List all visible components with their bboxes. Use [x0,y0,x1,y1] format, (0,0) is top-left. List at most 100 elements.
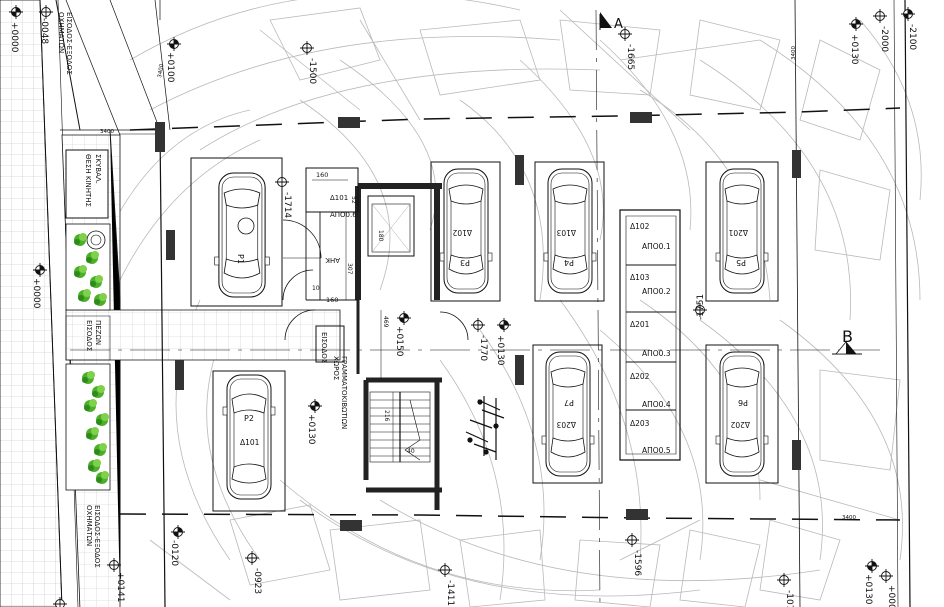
space-unit-p6: Δ202 [730,420,750,429]
storage-block: Δ102 ΑΠΟ0.1 Δ103 ΑΠΟ0.2 Δ201 ΑΠΟ0.3 Δ202… [619,209,681,461]
level-e20: -1596 [632,550,642,576]
space-unit-p5: Δ201 [728,228,748,237]
level-e17: +0141 [115,572,125,602]
level-e7: -2000 [879,26,889,52]
svg-text:216: 216 [383,410,390,422]
storage-label-3: ΑΠΟ0.3 [642,349,671,358]
svg-text:3400: 3400 [791,46,797,60]
level-e22: +0130 [863,574,873,605]
space-label-p5: P5 [736,258,746,267]
bicycle-rack [465,396,505,460]
section-marker-a: A [599,12,623,32]
storage-top-label: ΑΠΟ0.6 [330,211,357,219]
level-e21: -1070 [784,590,794,607]
planter-bottom [65,363,111,491]
ramp-pattern [109,0,922,607]
space-label-p3: P3 [460,258,470,267]
level-e8: -2100 [907,24,917,50]
bin-area: ΘΕΣΗ ΚΙΝΗΤΗΣ ΣΚΥΒΑΛ. [65,149,109,219]
axis-lines [70,9,901,607]
space-unit-p7: Δ203 [556,420,576,429]
storage-unit-2: Δ103 [630,273,650,282]
level-e6: +0130 [849,34,859,65]
parking-space-p7: P7 Δ203 [532,344,603,484]
parking-space-p3: Δ102 P3 [430,161,501,302]
storage-unit-3: Δ201 [630,320,650,329]
svg-text:40: 40 [407,448,415,455]
parking-space-p2: P2 Δ101 [212,370,286,512]
svg-text:180: 180 [377,230,384,242]
space-unit-p3: Δ102 [452,228,472,237]
storage-label-1: ΑΠΟ0.1 [642,242,671,251]
mailbox-label-2: ΓΡΑΜΜΑΤΟΚΙΒΩΤΙΩΝ [340,356,348,429]
space-label-p7: P7 [564,398,574,407]
svg-text:3400: 3400 [842,515,856,521]
storage-top-unit: Δ101 [330,194,348,202]
svg-text:160: 160 [316,171,328,179]
space-label-p1: P1 [236,254,245,264]
space-label-p6: P6 [738,398,748,407]
level-e16: -0120 [169,540,179,566]
space-label-p2: P2 [244,414,254,423]
level-e18: -0923 [252,568,262,594]
level-marks: +0000 -0048 +0100 -1500 -1665 +0130 -200… [8,4,917,607]
parking-space-p1: P1 [190,157,283,307]
bin-label-1: ΘΕΣΗ ΚΙΝΗΤΗΣ [84,154,92,207]
planter-top [65,223,111,311]
space-unit-p2: Δ101 [240,438,260,447]
pedestrian-label-2: ΠΕΖΩΝ [94,320,102,345]
level-e15: +0130 [306,414,316,445]
storage-unit-4: Δ202 [630,372,650,381]
svg-text:469: 469 [382,316,389,328]
level-e19: -1411 [445,580,455,606]
level-e10: -1714 [282,192,292,218]
svg-text:52: 52 [350,196,357,204]
hall-label: ΑΗΚ [325,256,340,264]
section-a-label: A [614,17,623,32]
sidewalk [0,0,79,607]
svg-text:10: 10 [312,285,320,292]
level-e23: +0000 [886,585,896,607]
section-marker-b: B [832,327,862,355]
level-e13: +0130 [495,335,505,366]
storage-label-5: ΑΠΟ0.5 [642,446,671,455]
vehicle-entrance-top-2: ΟΧΗΜΑΤΩΝ [57,12,65,53]
storage-label-2: ΑΠΟ0.2 [642,287,671,296]
vehicle-entrance-bottom-2: ΟΧΗΜΑΤΩΝ [85,505,93,546]
svg-text:160: 160 [326,296,338,304]
vehicle-entrance-bottom-1: ΕΙΣΟΔΟΣ-ΕΞΟΔΟΣ [93,505,101,568]
level-e12: -1770 [478,335,488,361]
level-e4: -1500 [307,58,317,84]
dimensions: 3400 3400 3400 3400 160 160 52 180 307 1… [100,46,856,521]
section-b-label: B [842,327,853,346]
parking-space-p4: Δ103 P4 [534,161,605,302]
level-e9: +0000 [31,278,41,309]
small-entrance-label: ΕΙΣΟΔΟΣ [320,332,328,363]
vehicle-entrance-top-1: ΕΙΣΟΔΟΣ-ΕΞΟΔΟΣ [65,12,73,75]
storage-unit-5: Δ203 [630,419,650,428]
svg-text:307: 307 [346,263,353,275]
svg-text:3400: 3400 [100,129,114,135]
level-e14: -1751 [696,294,706,320]
level-e2: -0048 [39,18,49,44]
mailbox-label-1: ΧΩΡΟΣ [332,356,340,380]
accessible-icon [237,217,255,235]
pedestrian-entrance: ΕΙΣΟΔΟΣ ΠΕΖΩΝ [65,315,111,361]
storage-unit-1: Δ102 [630,222,650,231]
parking-space-p5: Δ201 P5 [705,161,779,302]
svg-text:3400: 3400 [157,63,165,78]
space-label-p4: P4 [564,258,574,267]
level-e3: +0100 [165,52,175,83]
parking-space-p6: P6 Δ202 [705,344,779,484]
level-e1: +0000 [9,22,19,53]
level-e11: +0150 [394,326,404,357]
level-e5: -1665 [625,44,635,70]
columns [155,112,801,531]
boundary-lines [55,0,911,607]
space-unit-p4: Δ103 [556,228,576,237]
pedestrian-label-1: ΕΙΣΟΔΟΣ [85,320,93,351]
bin-label-2: ΣΚΥΒΑΛ. [94,154,102,184]
building-core: Δ101 ΑΠΟ0.6 ΑΗΚ ΕΙΣΟΔΟΣ ΧΩΡΟΣ ΓΡΑΜΜΑΤΟΚΙ… [282,167,469,510]
storage-label-4: ΑΠΟ0.4 [642,400,671,409]
